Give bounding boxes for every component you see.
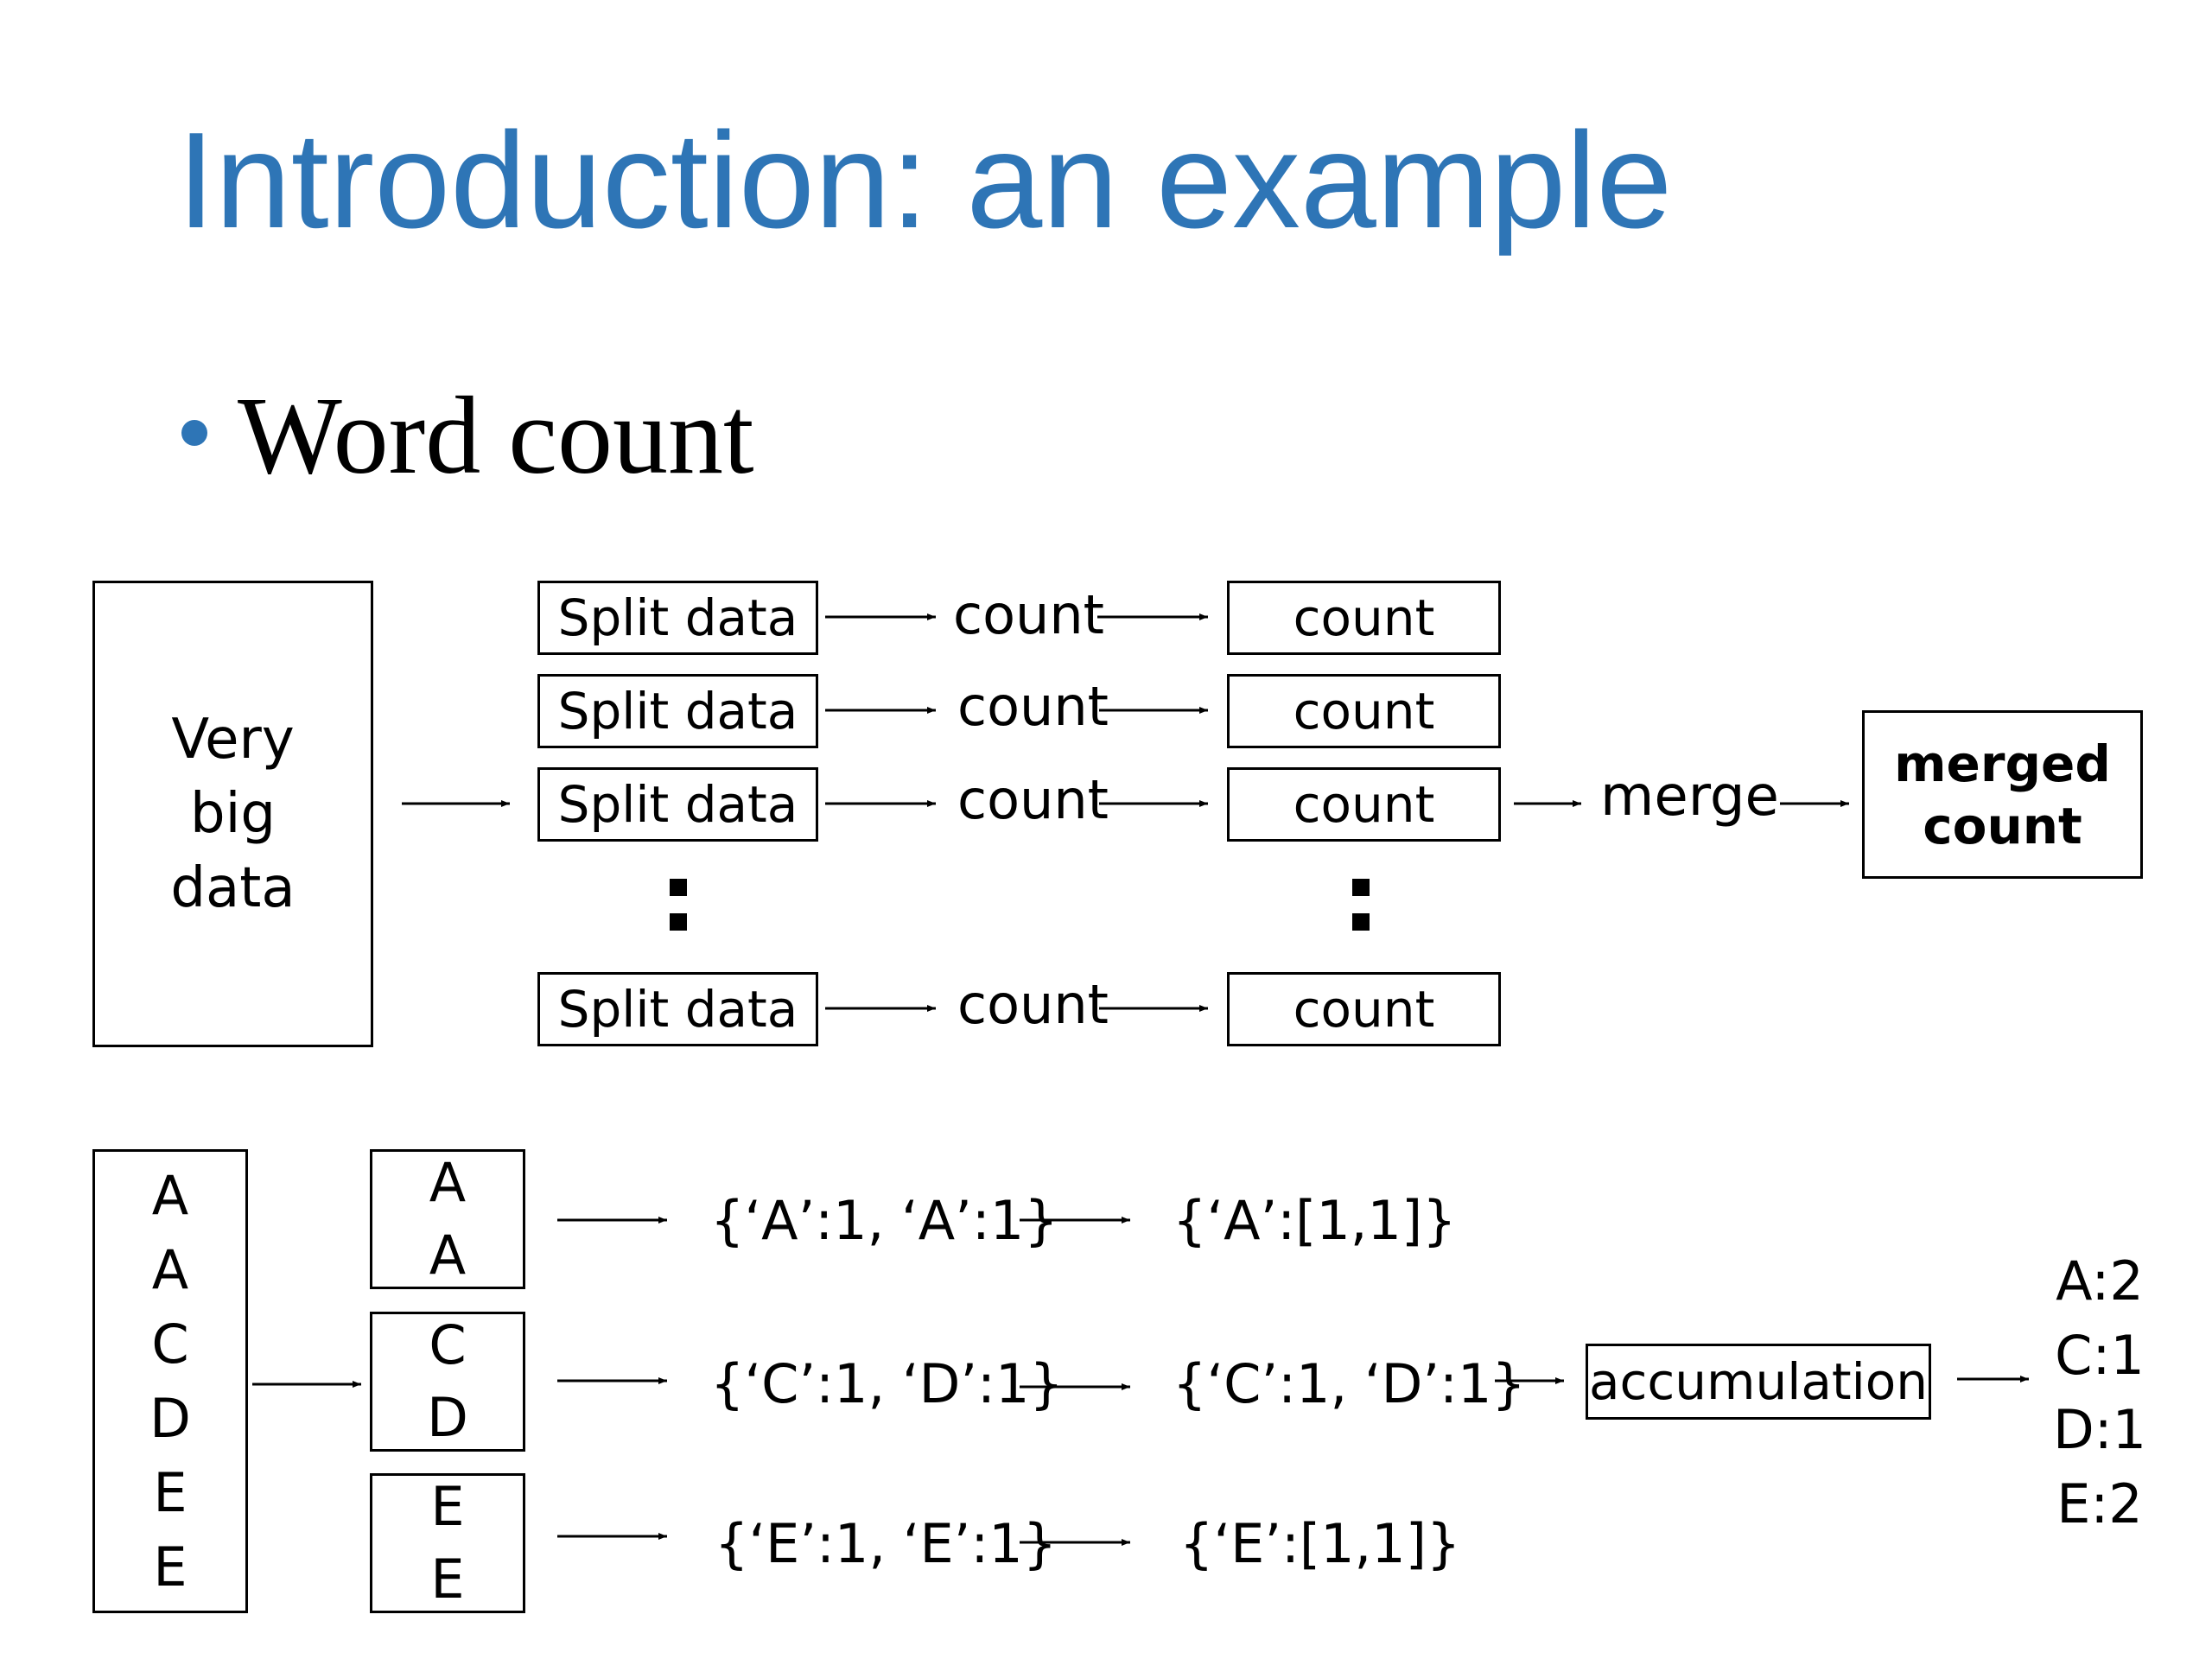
split-letter: D xyxy=(427,1386,468,1449)
count-result-box: count xyxy=(1227,581,1501,655)
input-letter: E xyxy=(153,1535,188,1599)
input-letter: D xyxy=(149,1386,191,1450)
result-count: D:1 xyxy=(2052,1398,2147,1461)
split-data-box: Split data xyxy=(537,674,818,748)
count-label: count xyxy=(957,675,1109,738)
split-letters-box: A A xyxy=(370,1149,525,1289)
count-label: count xyxy=(957,973,1109,1036)
merge-label: merge xyxy=(1600,765,1779,829)
split-letter: E xyxy=(430,1548,465,1611)
input-letter: A xyxy=(151,1237,189,1301)
grouped-pairs: {‘C’:1, ‘D’:1} xyxy=(1173,1352,1526,1415)
input-letters-box: A A C D E E xyxy=(92,1149,248,1613)
split-letters-box: E E xyxy=(370,1473,525,1613)
count-label: count xyxy=(953,583,1104,646)
very-big-data-line: big xyxy=(189,782,276,846)
mapped-pairs: {‘C’:1, ‘D’:1} xyxy=(710,1352,1064,1415)
ellipsis-dot-icon xyxy=(1352,879,1370,896)
result-count: E:2 xyxy=(2056,1472,2143,1535)
split-data-box: Split data xyxy=(537,767,818,842)
very-big-data-box: Very big data xyxy=(92,581,373,1047)
bullet-dot-icon xyxy=(181,420,207,446)
ellipsis-dot-icon xyxy=(670,913,687,931)
mapped-pairs: {‘A’:1, ‘A’:1} xyxy=(710,1189,1058,1252)
result-count: C:1 xyxy=(2055,1324,2145,1387)
merged-count-line: count xyxy=(1923,796,2082,855)
split-letter: A xyxy=(429,1224,467,1287)
split-letter: C xyxy=(429,1313,467,1376)
mapped-pairs: {‘E’:1, ‘E’:1} xyxy=(715,1512,1058,1575)
count-result-box: count xyxy=(1227,767,1501,842)
merged-count-box: merged count xyxy=(1862,710,2143,879)
split-letter: A xyxy=(429,1151,467,1214)
accumulation-box: accumulation xyxy=(1586,1344,1931,1420)
ellipsis-dot-icon xyxy=(1352,913,1370,931)
grouped-pairs: {‘E’:[1,1]} xyxy=(1179,1512,1461,1575)
ellipsis-dot-icon xyxy=(670,879,687,896)
result-counts: A:2 C:1 D:1 E:2 xyxy=(2048,1244,2152,1541)
input-letter: A xyxy=(151,1163,189,1227)
very-big-data-line: data xyxy=(170,856,296,920)
split-letters-box: C D xyxy=(370,1312,525,1452)
result-count: A:2 xyxy=(2056,1249,2144,1313)
input-letter: E xyxy=(153,1460,188,1524)
count-result-box: count xyxy=(1227,972,1501,1046)
input-letter: C xyxy=(151,1312,189,1376)
split-data-box: Split data xyxy=(537,972,818,1046)
bullet-text: Word count xyxy=(238,374,754,497)
grouped-pairs: {‘A’:[1,1]} xyxy=(1173,1189,1457,1252)
split-data-box: Split data xyxy=(537,581,818,655)
slide-title: Introduction: an example xyxy=(177,105,1673,257)
count-result-box: count xyxy=(1227,674,1501,748)
split-letter: E xyxy=(430,1475,465,1538)
very-big-data-line: Very xyxy=(171,708,295,772)
merged-count-line: merged xyxy=(1894,734,2111,793)
count-label: count xyxy=(957,768,1109,831)
